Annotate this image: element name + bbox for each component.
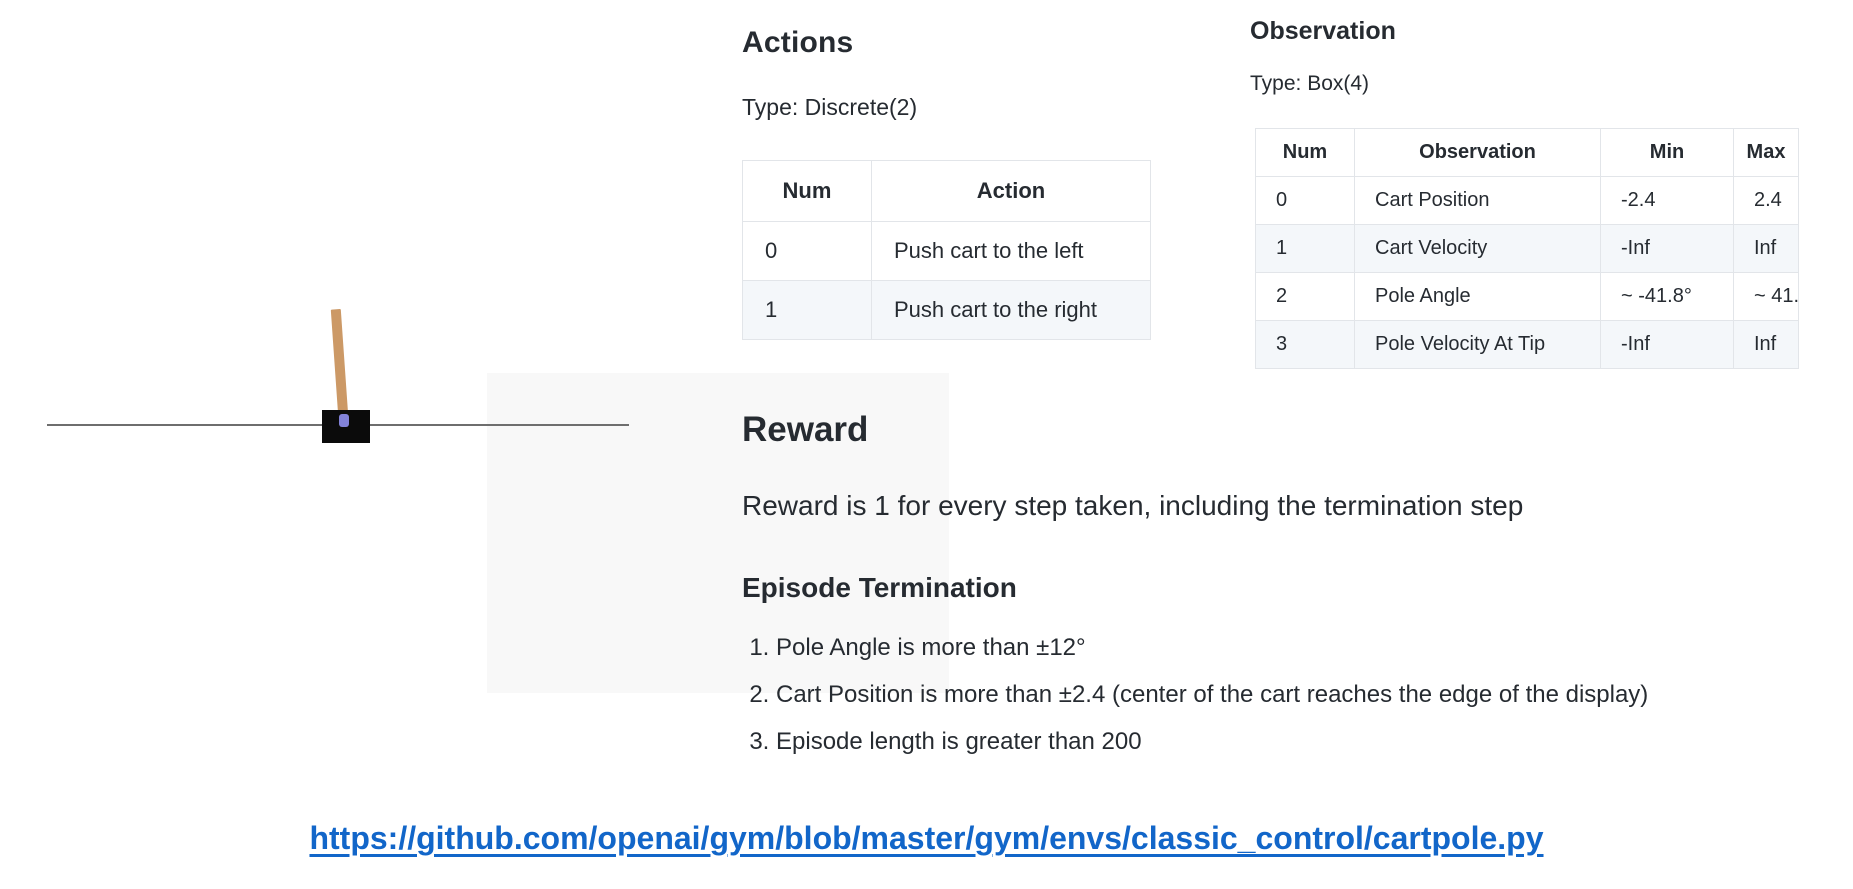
table-cell: Cart Position [1354, 176, 1601, 225]
column-header: Max [1733, 128, 1799, 177]
table-cell: -2.4 [1600, 176, 1734, 225]
table-cell: ~ 41.8° [1733, 272, 1799, 321]
table-cell: 0 [1255, 176, 1355, 225]
column-header: Num [1255, 128, 1355, 177]
column-header: Observation [1354, 128, 1601, 177]
column-header: Action [871, 160, 1151, 222]
table-cell: 2 [1255, 272, 1355, 321]
observation-type-label: Type: Box(4) [1250, 72, 1370, 95]
table-cell: Inf [1733, 320, 1799, 369]
termination-item: Episode length is greater than 200 [776, 728, 1648, 756]
table-cell: Cart Velocity [1354, 224, 1601, 273]
cartpole-axle [339, 414, 349, 427]
figure-backdrop [487, 373, 949, 693]
column-header: Min [1600, 128, 1734, 177]
table-cell: -Inf [1600, 320, 1734, 369]
table-cell: Pole Angle [1354, 272, 1601, 321]
table-cell: 2.4 [1733, 176, 1799, 225]
table-cell: 3 [1255, 320, 1355, 369]
table-cell: ~ -41.8° [1600, 272, 1734, 321]
table-cell: -Inf [1600, 224, 1734, 273]
termination-item: Cart Position is more than ±2.4 (center … [776, 681, 1648, 709]
episode-termination-heading: Episode Termination [742, 572, 1017, 603]
table-cell: 0 [742, 221, 872, 281]
table-cell: 1 [742, 280, 872, 340]
actions-type-label: Type: Discrete(2) [742, 94, 918, 120]
observation-heading: Observation [1250, 17, 1396, 45]
table-cell: 1 [1255, 224, 1355, 273]
actions-heading: Actions [742, 26, 854, 59]
reward-heading: Reward [742, 410, 869, 449]
reward-text: Reward is 1 for every step taken, includ… [742, 490, 1524, 521]
termination-item: Pole Angle is more than ±12° [776, 634, 1648, 662]
source-link[interactable]: https://github.com/openai/gym/blob/maste… [309, 820, 1544, 856]
source-link-row: https://github.com/openai/gym/blob/maste… [0, 820, 1853, 857]
table-cell: Push cart to the left [871, 221, 1151, 281]
table-cell: Pole Velocity At Tip [1354, 320, 1601, 369]
column-header: Num [742, 160, 872, 222]
episode-termination-list: Pole Angle is more than ±12° Cart Positio… [742, 634, 1648, 775]
table-cell: Inf [1733, 224, 1799, 273]
table-cell: Push cart to the right [871, 280, 1151, 340]
